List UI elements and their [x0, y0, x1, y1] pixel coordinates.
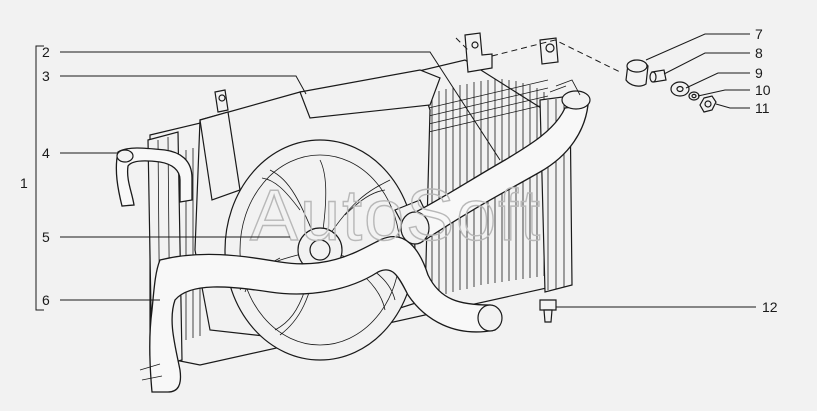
rubber-bushing [625, 59, 649, 87]
bushing-sleeve [649, 69, 667, 83]
nut [699, 95, 717, 113]
callout-10: 10 [755, 82, 771, 98]
callout-8: 8 [755, 45, 763, 61]
callout-7: 7 [755, 26, 763, 42]
callout-12: 12 [762, 299, 778, 315]
callout-5: 5 [42, 229, 50, 245]
callout-1: 1 [20, 175, 28, 191]
callout-9: 9 [755, 65, 763, 81]
top-mount-bracket [455, 32, 621, 73]
leader-lines [35, 33, 756, 311]
callout-6: 6 [42, 292, 50, 308]
callout-11: 11 [755, 100, 770, 116]
lower-hose [139, 236, 503, 393]
bottom-mount-bolt [539, 299, 557, 323]
callout-4: 4 [42, 145, 50, 161]
washer [670, 81, 690, 97]
callout-2: 2 [42, 44, 50, 60]
lock-washer [688, 91, 700, 101]
watermark: AutoSoft [250, 176, 542, 256]
small-bypass-hose [115, 147, 193, 207]
callout-3: 3 [42, 68, 50, 84]
upper-hose [400, 79, 591, 245]
cooling-fan [224, 139, 433, 361]
